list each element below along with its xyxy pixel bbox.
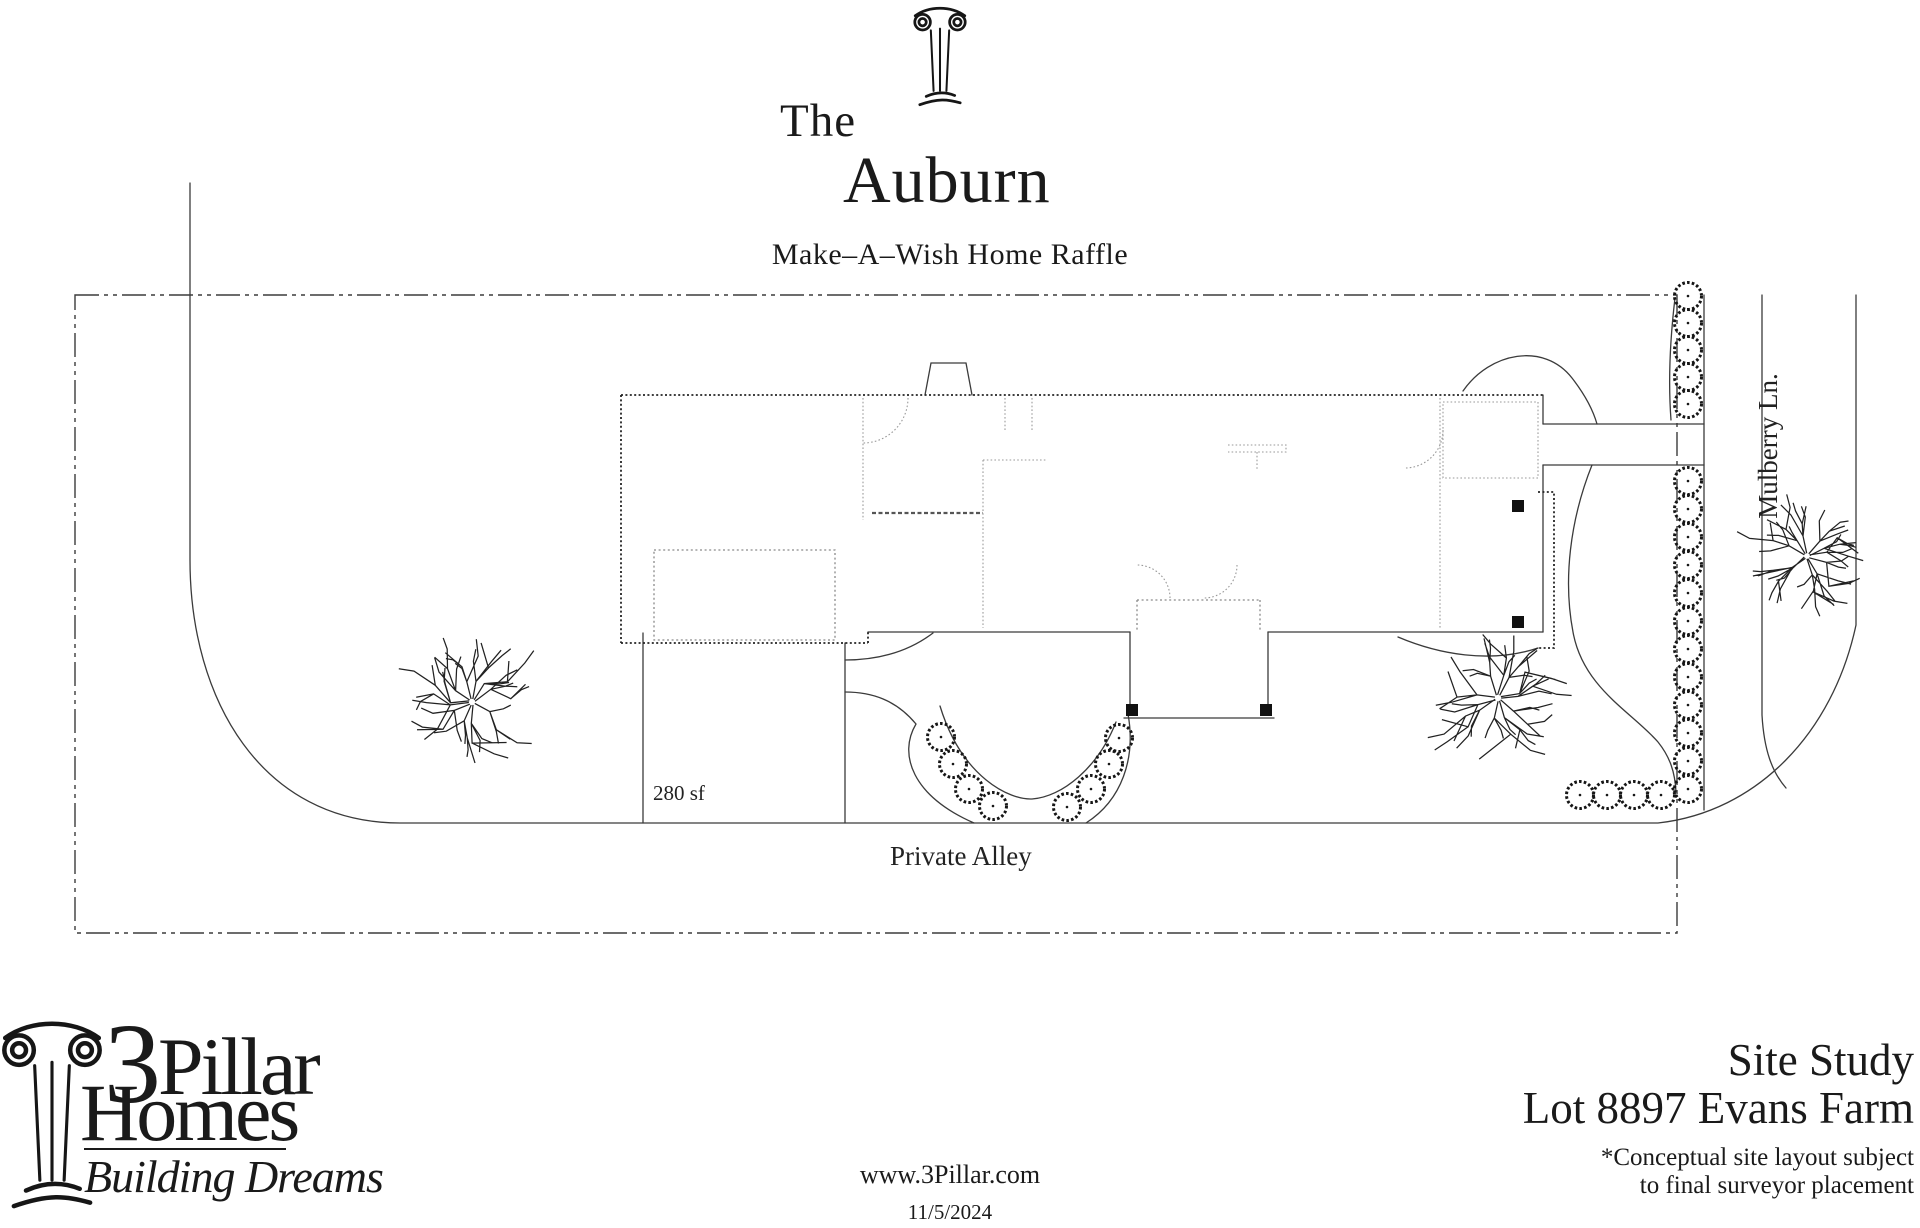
logo-divider	[84, 1148, 286, 1150]
alley-label: Private Alley	[890, 841, 1032, 871]
logo-homes: Homes	[80, 1067, 300, 1158]
sheet-title: Site Study	[1727, 1035, 1914, 1085]
interior-partitions	[862, 397, 1539, 628]
plan-title-name: Auburn	[843, 144, 1051, 217]
lot-and-hardscape-lines	[189, 182, 1857, 824]
plan-subtitle: Make–A–Wish Home Raffle	[771, 238, 1129, 271]
shrub-center-dots	[939, 294, 1690, 809]
sheet-info-block: Site Study Lot 8897 Evans Farm *Conceptu…	[1523, 1036, 1914, 1200]
website-text: www.3Pillar.com	[859, 1160, 1041, 1189]
property-boundary	[74, 294, 1678, 934]
street-label: Mulberry Ln.	[1753, 373, 1783, 519]
sheet-subtitle: Lot 8897 Evans Farm	[1522, 1083, 1914, 1133]
ionic-column-icon	[913, 6, 967, 107]
disclaimer-line-1: *Conceptual site layout subject	[1600, 1144, 1914, 1171]
sheet-disclaimer: *Conceptual site layout subject to final…	[1523, 1144, 1914, 1200]
logo-number: 3	[104, 1000, 161, 1127]
tree-symbol	[1427, 634, 1572, 760]
house-roofline	[620, 394, 1555, 649]
tree-symbol	[398, 637, 535, 764]
logo-ionic-column-icon	[2, 1021, 102, 1209]
plan-title-the: The	[780, 95, 857, 147]
tree-symbol	[1736, 494, 1864, 617]
disclaimer-line-2: to final surveyor placement	[1639, 1172, 1914, 1199]
house-slab-dotted	[653, 549, 1261, 641]
porch-posts	[1126, 500, 1524, 716]
date-text: 11/5/2024	[907, 1200, 993, 1224]
logo-pillar: Pillar	[158, 1021, 321, 1112]
area-label: 280 sf	[653, 781, 705, 805]
shrub-circles	[926, 281, 1703, 822]
logo-tagline: Building Dreams	[84, 1151, 384, 1202]
footer-center-block: www.3Pillar.com 11/5/2024	[795, 1160, 1105, 1225]
